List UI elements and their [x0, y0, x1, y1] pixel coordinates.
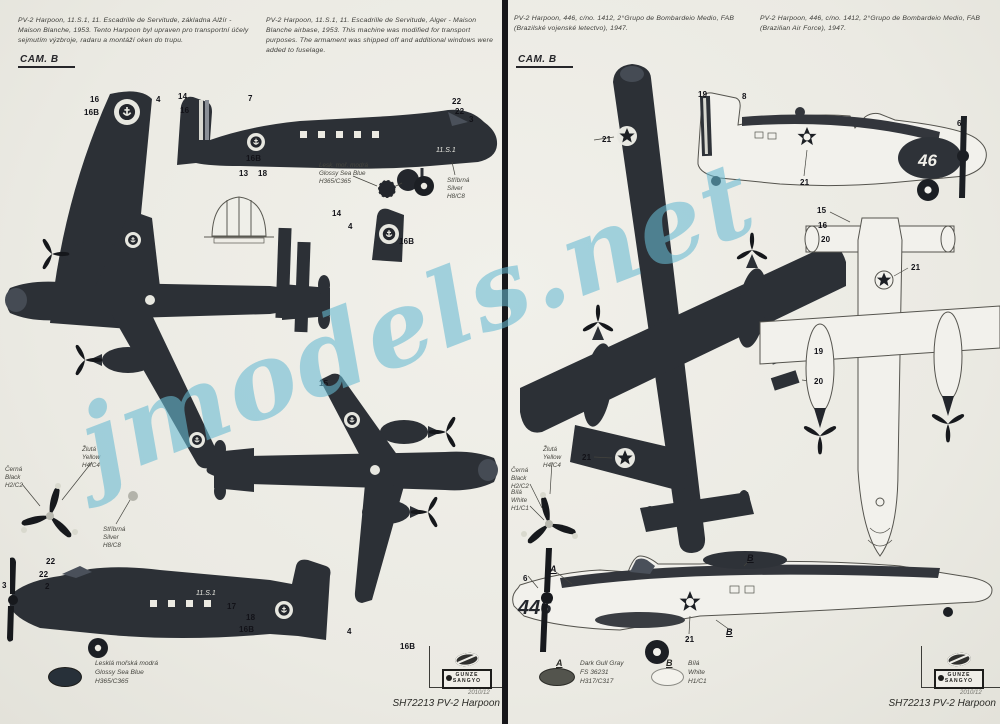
decal-number-callout: 19: [698, 90, 708, 99]
decal-number-callout: 4: [348, 222, 353, 231]
decal-number-callout: 18: [246, 613, 256, 622]
decal-number-callout: 3: [469, 115, 474, 124]
color-key-callout: B: [747, 553, 754, 563]
side-view-left-light: 446: [512, 548, 993, 664]
fuselage-code-bottom: 11.S.1: [196, 590, 216, 597]
decal-number-callout: 16: [90, 95, 100, 104]
decal-number-callout: 16: [818, 221, 828, 230]
canopy-front-view: [204, 196, 274, 244]
side-view-left-dark: 11.S.1: [7, 557, 331, 658]
decal-number-callout: 7: [248, 94, 253, 103]
print-date-left: 2010/12: [468, 690, 490, 696]
anti-glare-panel: [742, 114, 940, 142]
variant-description-english-left: PV-2 Harpoon, 11.S.1, 11. Escadrille de …: [266, 17, 494, 54]
decal-number-callout: 20: [814, 377, 824, 386]
fin-view-left: [372, 208, 404, 262]
decal-number-callout: 16B: [84, 108, 100, 117]
decal-number-callout: 21: [582, 453, 592, 462]
fuselage-code-top: 11.S.1: [436, 147, 456, 154]
side-view-right-dark: 11.S.1: [177, 96, 498, 196]
decal-number-callout: 18: [258, 169, 268, 178]
color-key-letter-b: B: [666, 658, 673, 668]
color-swatch-white: [651, 668, 684, 686]
decal-number-callout: 22: [39, 570, 49, 579]
propeller-drawing-right: [517, 461, 578, 546]
decal-number-callout: 19: [814, 347, 824, 356]
decal-number-callout: 21: [800, 178, 810, 187]
decal-number-callout: 13: [239, 169, 249, 178]
variant-description-czech-left: PV-2 Harpoon, 11.S.1, 11. Escadrille de …: [18, 17, 249, 44]
color-swatch-glossy-sea-blue: [48, 667, 82, 687]
paint-swatch-glossy-sea-blue: [352, 161, 456, 199]
kit-number-right: SH72213 PV-2 Harpoon: [888, 698, 996, 709]
propeller-drawing-left: [19, 461, 138, 541]
decal-number-callout: 3: [2, 581, 7, 590]
decal-number-callout: 21: [602, 135, 612, 144]
footer-divider: [921, 646, 922, 687]
tail-number: 46: [917, 151, 937, 170]
kit-number-left: SH72213 PV-2 Harpoon: [392, 698, 500, 709]
prop-spinner: [397, 169, 419, 191]
camouflage-scheme-label-left: CAM. B: [18, 54, 75, 68]
print-date-right: 2010/12: [960, 690, 982, 696]
canopy: [62, 566, 92, 578]
decal-number-callout: 16B: [246, 154, 262, 163]
decal-number-callout: 21: [911, 263, 921, 272]
decal-number-callout: 8: [742, 92, 747, 101]
decal-number-callout: 6: [957, 119, 962, 128]
page-divider: [502, 0, 508, 724]
decal-number-callout: 14: [178, 92, 188, 101]
decal-number-callout: 2: [45, 582, 50, 591]
plan-view-dark-right-page: [520, 64, 846, 553]
logo-bullet-icon: [938, 675, 944, 681]
footer-divider: [429, 646, 430, 687]
decal-number-callout: 20: [821, 235, 831, 244]
color-key-callout: A: [550, 564, 557, 574]
decal-number-callout: 21: [685, 635, 695, 644]
color-legend-a: Dark Gull Gray FS 36231 H317/C317: [580, 660, 624, 685]
decal-number-callout: 16: [180, 106, 190, 115]
decal-number-callout: 16B: [399, 237, 415, 246]
decal-number-callout: 22: [46, 557, 56, 566]
decal-number-callout: 15: [817, 206, 827, 215]
plan-view-light-right-page: [759, 211, 1000, 557]
decal-number-callout: 22: [455, 107, 465, 116]
decal-number-callout: 22: [452, 97, 462, 106]
color-legend-left: Lesklá mořská modrá Glossy Sea Blue H365…: [95, 660, 159, 685]
decal-number-callout: 6: [523, 574, 528, 583]
variant-description-english-right: PV-2 Harpoon, 446, c/no. 1412, 2°Grupo d…: [760, 15, 981, 32]
logo-bullet-icon: [446, 675, 452, 681]
color-legend-b: Bílá White H1/C1: [688, 660, 707, 685]
side-view-right-light: 46: [697, 92, 987, 201]
decal-number-callout: 14: [332, 209, 342, 218]
color-key-callout: B: [726, 627, 733, 637]
plan-view-bottom-left-page: [206, 373, 498, 603]
color-key-letter-a: A: [556, 658, 563, 668]
variant-description-czech-right: PV-2 Harpoon, 446, c/no. 1412, 2°Grupo d…: [514, 15, 735, 32]
canopy: [630, 558, 655, 574]
decal-number-callout: 15: [319, 379, 329, 388]
decal-number-callout: 17: [227, 602, 237, 611]
decal-number-callout: 4: [156, 95, 161, 104]
decal-number-callout: 16B: [400, 642, 416, 651]
plan-view-top-left-page: [5, 212, 330, 469]
anti-glare-panel: [560, 564, 940, 588]
decal-number-callout: 4: [347, 627, 352, 636]
flap-parts-left: [275, 227, 311, 333]
decal-number-callout: 16B: [239, 625, 255, 634]
camouflage-scheme-label-right: CAM. B: [516, 54, 573, 68]
windshield: [448, 112, 468, 126]
color-swatch-dark-gull-gray: [539, 668, 575, 686]
